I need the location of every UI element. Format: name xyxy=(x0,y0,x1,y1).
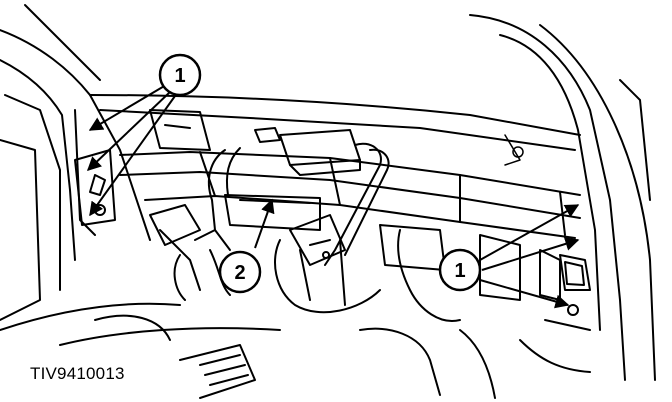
leader-line-2 xyxy=(254,198,275,249)
leader-line-1c xyxy=(89,95,176,217)
center-support-strap xyxy=(289,142,390,266)
floor-area xyxy=(0,302,496,399)
crossmember-beam xyxy=(119,151,581,239)
left-support-strap xyxy=(207,127,281,231)
leader-line-1e xyxy=(481,237,580,271)
callout-number: 1 xyxy=(174,65,185,87)
callout-1-right: 1 xyxy=(438,248,482,292)
figure-code-label: TIV9410013 xyxy=(30,364,125,383)
right-door-frame xyxy=(469,14,656,381)
leader-line-1f xyxy=(479,279,570,309)
callout-circle xyxy=(218,250,262,294)
callout-number: 1 xyxy=(454,260,465,282)
leader-line-1a xyxy=(88,84,167,131)
right-side-components xyxy=(379,224,591,373)
leader-line-1b xyxy=(86,91,171,171)
callout-circle xyxy=(438,248,482,292)
callout-circle xyxy=(158,53,202,97)
windshield-base xyxy=(89,94,581,166)
callout-2: 2 xyxy=(218,250,262,294)
leader-lines xyxy=(86,84,580,309)
leader-line-1d xyxy=(479,204,580,261)
center-heater-box xyxy=(224,129,381,314)
callout-1-left: 1 xyxy=(158,53,202,97)
left-harness xyxy=(149,204,231,301)
callout-number: 2 xyxy=(234,262,245,284)
